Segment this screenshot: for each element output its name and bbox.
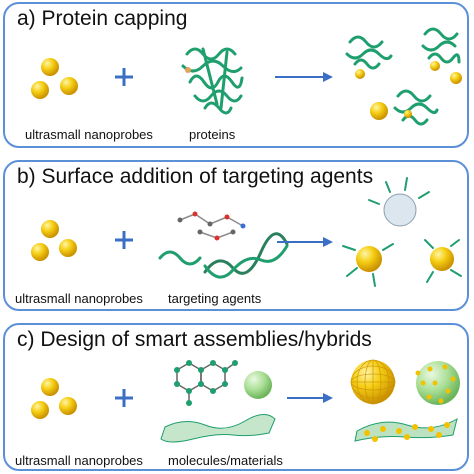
caption-molecules-materials: molecules/materials [168,453,283,468]
targeting-agents-illustration [31,177,462,287]
plus-icon [115,68,133,86]
molecule-icon [160,360,276,443]
caption-nanoprobes: ultrasmall nanoprobes [15,453,143,468]
graphene-sheet [160,414,276,443]
panel-targeting-agents: b) Surface addition of targeting agents [3,160,469,311]
protein-capped-nanoparticle-icon [345,27,462,126]
caption-nanoprobes: ultrasmall nanoprobes [25,127,153,142]
arrow-right-icon [275,72,333,82]
caption-nanoprobes: ultrasmall nanoprobes [15,291,143,306]
gold-nanoparticle-icon [31,220,77,261]
panel-title: b) Surface addition of targeting agents [17,165,374,188]
functionalized-nanoparticle-icon [342,177,462,287]
panel-protein-capping: a) Protein capping [3,2,469,148]
gold-nanoparticle-icon [31,378,77,419]
panel-title: c) Design of smart assemblies/hybrids [17,328,372,351]
plus-icon [115,389,133,407]
plus-icon [115,231,133,249]
protein-ribbon-icon [181,47,244,115]
arrow-right-icon [287,393,333,403]
caption-targeting-agents: targeting agents [168,291,262,306]
dna-helix-icon [158,211,289,279]
gold-nanoparticle-icon [31,58,78,99]
arrow-right-icon [277,237,333,247]
panel-title: a) Protein capping [17,7,188,30]
panel-smart-assemblies: c) Design of smart assemblies/hybrids [3,323,469,471]
hybrid-assembly-icon [350,359,460,442]
smart-assemblies-illustration [31,359,460,443]
caption-proteins: proteins [189,127,236,142]
protein-capping-illustration [31,27,462,126]
